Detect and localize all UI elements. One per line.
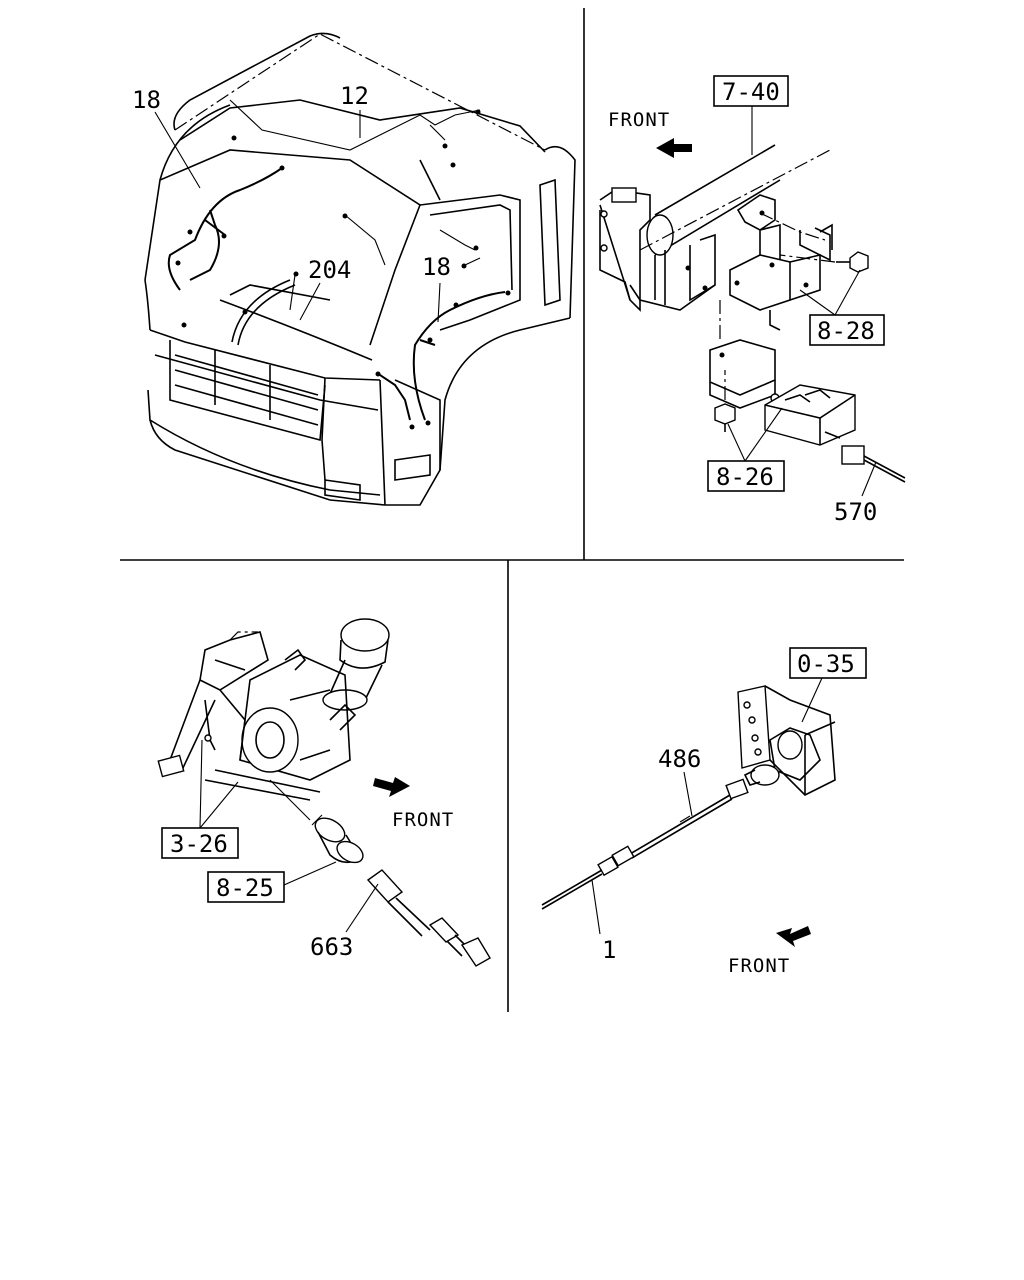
- front-label-engine: FRONT: [392, 809, 454, 831]
- callout-18-upper: 18: [132, 86, 161, 114]
- ref-box-8-26: 8-26: [707, 460, 785, 492]
- callout-18-lower: 18: [422, 253, 451, 281]
- callout-204: 204: [308, 256, 351, 284]
- ref-box-8-25: 8-25: [207, 871, 285, 903]
- cab-panel: 18 12 204 18: [132, 32, 576, 506]
- front-arrow-icon: [373, 777, 410, 797]
- harness-panel: 0-35 486 1: [541, 647, 867, 977]
- wiring-harness-illustration: [541, 794, 733, 910]
- svg-text:8-26: 8-26: [716, 463, 774, 491]
- truck-cab-illustration: [144, 32, 576, 506]
- cab-leader-lines: [154, 110, 441, 323]
- engine-panel: FRONT 3-26 8-25 663: [157, 618, 491, 967]
- svg-text:3-26: 3-26: [170, 830, 228, 858]
- front-arrow-icon: [656, 138, 692, 158]
- sensor-bracket-illustration: [725, 685, 836, 800]
- injection-pump-illustration: [157, 618, 491, 967]
- svg-text:0-35: 0-35: [797, 650, 855, 678]
- ref-box-7-40: 7-40: [713, 75, 789, 107]
- callout-1: 1: [602, 936, 616, 964]
- ref-box-0-35: 0-35: [789, 647, 867, 679]
- panel-dividers: [120, 8, 904, 1012]
- frame-rail-illustration: [599, 144, 906, 483]
- callout-570: 570: [834, 498, 877, 526]
- callout-663: 663: [310, 933, 353, 961]
- ref-box-8-28: 8-28: [809, 314, 885, 346]
- front-arrow-icon: [776, 926, 811, 947]
- svg-text:7-40: 7-40: [722, 78, 780, 106]
- ref-box-3-26: 3-26: [161, 827, 239, 859]
- front-label-harness: FRONT: [728, 955, 790, 977]
- front-label-frame: FRONT: [608, 109, 670, 131]
- svg-text:8-25: 8-25: [216, 874, 274, 902]
- callout-486: 486: [658, 745, 701, 773]
- svg-text:8-28: 8-28: [817, 317, 875, 345]
- callout-12: 12: [340, 82, 369, 110]
- frame-panel: FRONT 7-40: [599, 75, 906, 526]
